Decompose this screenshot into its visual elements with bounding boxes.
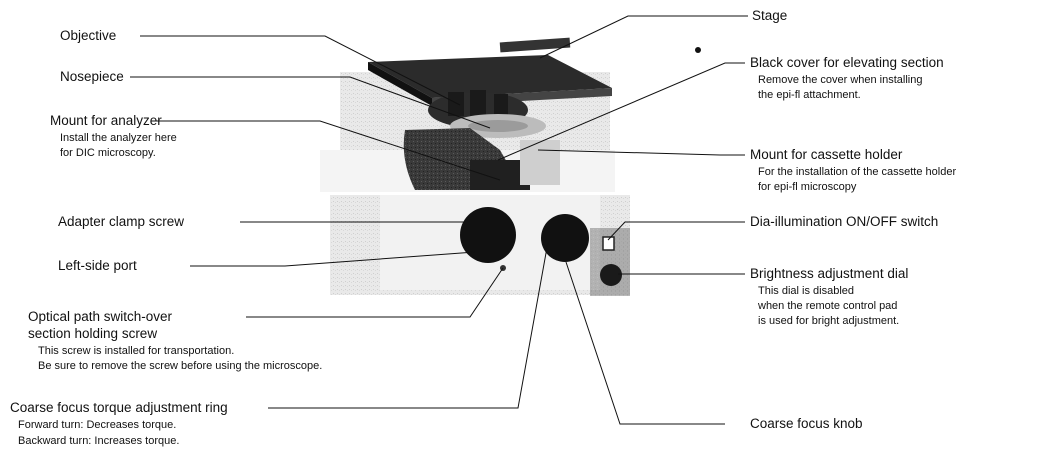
note-black-cover-1: Remove the cover when installing	[758, 74, 923, 86]
label-left-port: Left-side port	[58, 258, 137, 273]
label-mount-analyzer: Mount for analyzer	[50, 113, 162, 128]
note-coarse-ring-1: Forward turn: Decreases torque.	[18, 419, 177, 431]
note-optical-path-1: This screw is installed for transportati…	[38, 345, 235, 357]
label-mount-cassette: Mount for cassette holder	[750, 147, 903, 162]
left-side-port	[460, 207, 516, 263]
leader-lines	[130, 15, 748, 425]
label-objective: Objective	[60, 28, 117, 43]
note-optical-path-2: Be sure to remove the screw before using…	[38, 360, 323, 372]
note-brightness-3: is used for bright adjustment.	[758, 315, 900, 327]
label-coarse-knob: Coarse focus knob	[750, 416, 863, 431]
dia-illumination-switch	[602, 236, 615, 251]
label-black-cover: Black cover for elevating section	[750, 55, 944, 70]
note-black-cover-2: the epi-fl attachment.	[758, 89, 861, 101]
note-brightness-2: when the remote control pad	[758, 300, 898, 312]
note-brightness-1: This dial is disabled	[758, 285, 854, 297]
label-coarse-ring: Coarse focus torque adjustment ring	[10, 400, 228, 415]
note-mount-analyzer-1: Install the analyzer here	[60, 132, 177, 144]
coarse-focus-knob	[541, 214, 589, 262]
note-mount-cassette-2: for epi-fl microscopy	[758, 181, 857, 193]
label-adapter-clamp: Adapter clamp screw	[58, 214, 185, 229]
brightness-dial	[600, 264, 622, 286]
label-stage: Stage	[752, 8, 788, 23]
label-brightness: Brightness adjustment dial	[750, 266, 909, 281]
label-dia-switch: Dia-illumination ON/OFF switch	[750, 214, 939, 229]
label-nosepiece: Nosepiece	[60, 69, 124, 84]
note-mount-cassette-1: For the installation of the cassette hol…	[758, 166, 957, 178]
label-optical-path-2: section holding screw	[28, 326, 158, 341]
label-optical-path-1: Optical path switch-over	[28, 309, 173, 324]
stage-plate	[368, 37, 701, 106]
note-mount-analyzer-2: for DIC microscopy.	[60, 147, 156, 159]
note-coarse-ring-2: Backward turn: Increases torque.	[18, 435, 180, 447]
